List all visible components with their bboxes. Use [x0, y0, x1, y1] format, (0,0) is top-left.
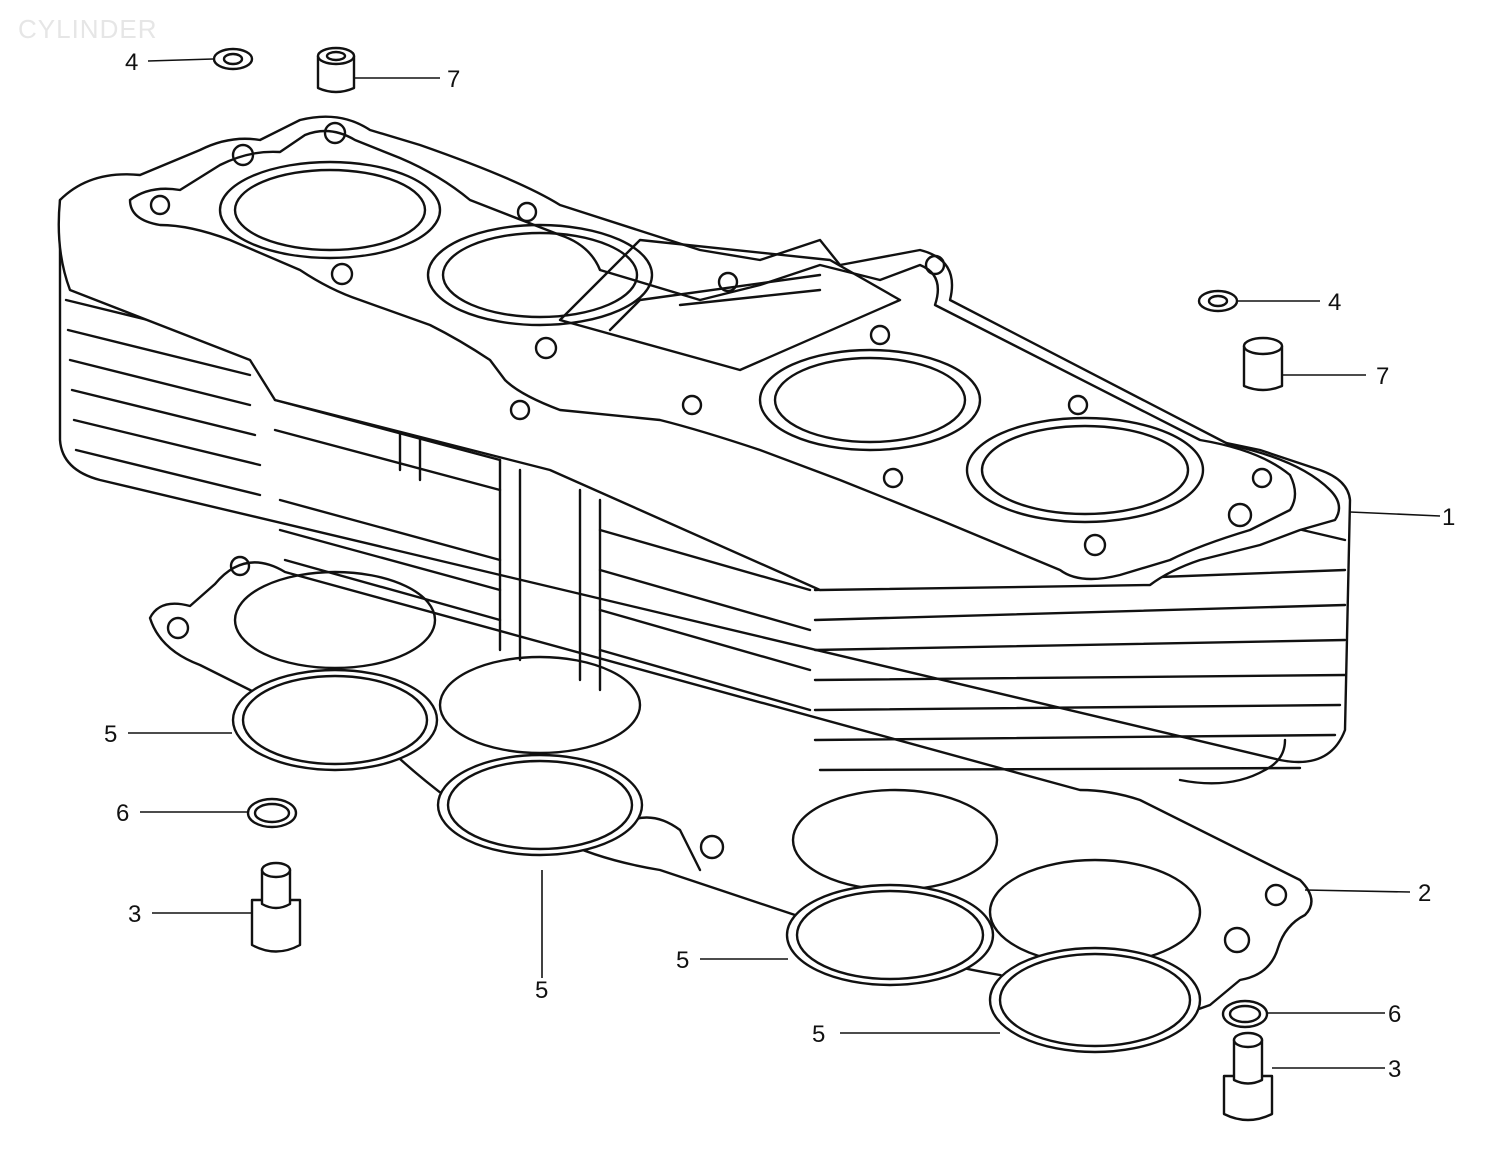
small-o-ring-left — [246, 797, 298, 829]
leader-lines — [128, 58, 1441, 1069]
callout-4-top: 4 — [125, 49, 138, 76]
callout-5-bottom: 5 — [812, 1021, 825, 1048]
callout-1: 1 — [1442, 504, 1455, 531]
dowel-pin-right — [1242, 336, 1284, 392]
callout-labels: 4 7 4 7 1 5 6 3 5 2 5 6 5 3 — [104, 49, 1455, 1083]
callout-4-right: 4 — [1328, 289, 1341, 316]
callout-6-right: 6 — [1388, 1001, 1401, 1028]
callout-7-top: 7 — [447, 66, 460, 93]
washer-top-left — [212, 47, 254, 71]
knock-pin-left — [250, 861, 302, 953]
callout-3-right: 3 — [1388, 1056, 1401, 1083]
dowel-pin-top — [316, 46, 356, 94]
callout-5-center: 5 — [535, 977, 548, 1004]
callout-6-left: 6 — [116, 800, 129, 827]
cylinder-block — [57, 115, 1352, 785]
diagram-title-watermark: CYLINDER — [18, 14, 158, 44]
small-o-ring-right — [1221, 999, 1269, 1029]
callout-5-left: 5 — [104, 721, 117, 748]
callout-2: 2 — [1418, 880, 1431, 907]
callout-5-lower: 5 — [676, 947, 689, 974]
callout-3-left: 3 — [128, 901, 141, 928]
callout-7-right: 7 — [1376, 363, 1389, 390]
knock-pin-right — [1222, 1031, 1274, 1122]
washer-right — [1197, 289, 1239, 313]
o-rings — [231, 668, 1202, 1054]
